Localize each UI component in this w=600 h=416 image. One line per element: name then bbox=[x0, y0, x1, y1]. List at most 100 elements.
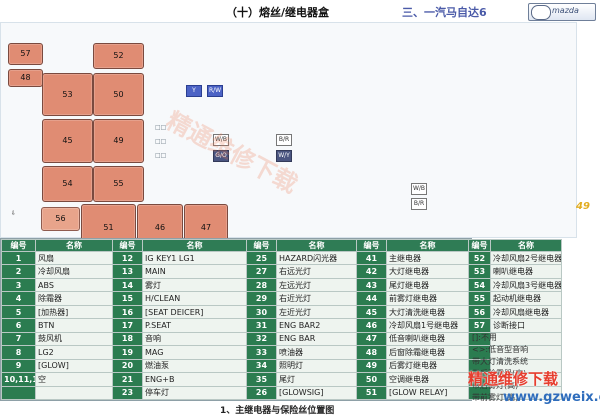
relay-br-2: B/R bbox=[411, 198, 427, 210]
table-cell: 冷却风扇 bbox=[35, 264, 113, 279]
table-cell: 29 bbox=[246, 291, 277, 306]
table-cell: 6 bbox=[1, 318, 36, 333]
table-cell: MAIN bbox=[142, 264, 247, 279]
table-cell: 低音喇叭继电器 bbox=[386, 331, 469, 347]
fuse-box-panel: 57 48 53 52 50 45 49 54 55 56 51 46 47 ⇩… bbox=[0, 22, 577, 252]
table-cell: 17 bbox=[112, 318, 143, 333]
table-cell: 左远光灯 bbox=[276, 277, 357, 293]
table-cell: 26 bbox=[246, 385, 277, 401]
table-cell: 50 bbox=[356, 372, 387, 387]
legend-item: []:不用 bbox=[472, 333, 497, 342]
header-cell: 编号 bbox=[246, 239, 277, 252]
table-cell: 9 bbox=[1, 358, 36, 374]
table-cell bbox=[468, 358, 491, 374]
table-cell: 13 bbox=[112, 264, 143, 279]
table-cell: 27 bbox=[246, 264, 277, 279]
table-cell: 2 bbox=[1, 264, 36, 279]
figure-caption: 1、主继电器与保险丝位置图 bbox=[220, 406, 335, 416]
table-cell: 冷却风扇3号继电器 bbox=[490, 277, 562, 293]
watermark-title: 精通维修下载 bbox=[468, 370, 559, 388]
table-cell: [SEAT DEICER] bbox=[142, 304, 247, 320]
header-cell: 名称 bbox=[386, 239, 469, 252]
table-cell: ENG BAR bbox=[276, 331, 357, 347]
table-cell: 52 bbox=[468, 250, 491, 266]
fuse-label-text: □□ bbox=[155, 124, 167, 131]
table-cell: 44 bbox=[356, 291, 387, 306]
table-cell: ENG+B bbox=[142, 372, 247, 387]
table-cell: 42 bbox=[356, 264, 387, 279]
watermark-url: www.gzweix.com bbox=[503, 390, 600, 405]
fuse-54: 54 bbox=[42, 166, 93, 202]
table-cell: 后雾灯继电器 bbox=[386, 358, 469, 374]
table-cell: LG2 bbox=[35, 345, 113, 360]
header-cell: 编号 bbox=[356, 239, 387, 252]
page-number: 49 bbox=[576, 201, 590, 212]
table-cell bbox=[35, 385, 113, 401]
table-cell: 雾灯 bbox=[142, 277, 247, 293]
table-cell: 燃油泵 bbox=[142, 358, 247, 374]
table-cell: 14 bbox=[112, 277, 143, 293]
logo-text: mazda bbox=[552, 6, 579, 15]
table-cell: 18 bbox=[112, 331, 143, 347]
fuse-56: 56 bbox=[41, 207, 80, 231]
page-title: （十）熔丝/继电器盒 bbox=[226, 6, 330, 19]
table-cell: 4 bbox=[1, 291, 36, 306]
table-cell: 风扇 bbox=[35, 250, 113, 266]
table-cell: IG KEY1 LG1 bbox=[142, 250, 247, 266]
relay-rw: R/W bbox=[207, 85, 223, 97]
table-cell: 15 bbox=[112, 291, 143, 306]
table-cell: 大灯继电器 bbox=[386, 264, 469, 279]
fuse-label-text: □□ bbox=[155, 138, 167, 145]
table-cell: 56 bbox=[468, 304, 491, 320]
table-cell: HAZARD闪光器 bbox=[276, 250, 357, 266]
header-cell: 名称 bbox=[142, 239, 247, 252]
relay-wb-1: W/B bbox=[213, 134, 229, 146]
fuse-52: 52 bbox=[93, 43, 144, 69]
table-cell: 空 bbox=[35, 372, 113, 387]
table-cell: 45 bbox=[356, 304, 387, 320]
table-cell: 喷油器 bbox=[276, 345, 357, 360]
table-cell: 43 bbox=[356, 277, 387, 293]
header-cell: 编号 bbox=[112, 239, 143, 252]
table-cell: 空调继电器 bbox=[386, 372, 469, 387]
legend: []:不用 <>:低音型音响 带大灯清洗系统 带后除霜器(高) 带后雾灯(高) … bbox=[472, 332, 596, 404]
table-cell bbox=[490, 372, 562, 387]
relay-wb-2: W/B bbox=[411, 183, 427, 195]
table-cell: 34 bbox=[246, 358, 277, 374]
table-cell: 8 bbox=[1, 345, 36, 360]
table-cell: 尾灯继电器 bbox=[386, 277, 469, 293]
table-cell: H/CLEAN bbox=[142, 291, 247, 306]
relay-br-1: B/R bbox=[276, 134, 292, 146]
header-cell: 名称 bbox=[490, 239, 562, 252]
page-subtitle: 三、一汽马自达6 bbox=[402, 6, 487, 19]
table-cell: 54 bbox=[468, 277, 491, 293]
legend-item: 带前雾灯(高) bbox=[472, 393, 519, 402]
table-cell: 31 bbox=[246, 318, 277, 333]
legend-item: 带后雾灯(高) bbox=[472, 381, 519, 390]
table-cell: 左近光灯 bbox=[276, 304, 357, 320]
header-cell: 名称 bbox=[276, 239, 357, 252]
table-cell: [加热器] bbox=[35, 304, 113, 320]
table-cell: 41 bbox=[356, 250, 387, 266]
legend-item: <>:低音型音响 bbox=[472, 345, 529, 354]
table-cell: ENG BAR2 bbox=[276, 318, 357, 333]
table-cell bbox=[490, 331, 562, 347]
table-cell: 57 bbox=[468, 318, 491, 333]
legend-item: 带大灯清洗系统 bbox=[472, 357, 528, 366]
table-cell: 1 bbox=[1, 250, 36, 266]
table-cell: 5 bbox=[1, 304, 36, 320]
table-cell bbox=[490, 385, 562, 401]
header-cell: 编号 bbox=[468, 239, 491, 252]
table-cell: 33 bbox=[246, 345, 277, 360]
table-cell: 冷却风扇继电器 bbox=[490, 304, 562, 320]
fuse-57: 57 bbox=[8, 43, 43, 65]
table-cell: P.SEAT bbox=[142, 318, 247, 333]
table-cell bbox=[1, 385, 36, 401]
table-header-row: 编号 名称 编号 名称 编号 名称 编号 名称 编号 名称 bbox=[1, 239, 562, 252]
